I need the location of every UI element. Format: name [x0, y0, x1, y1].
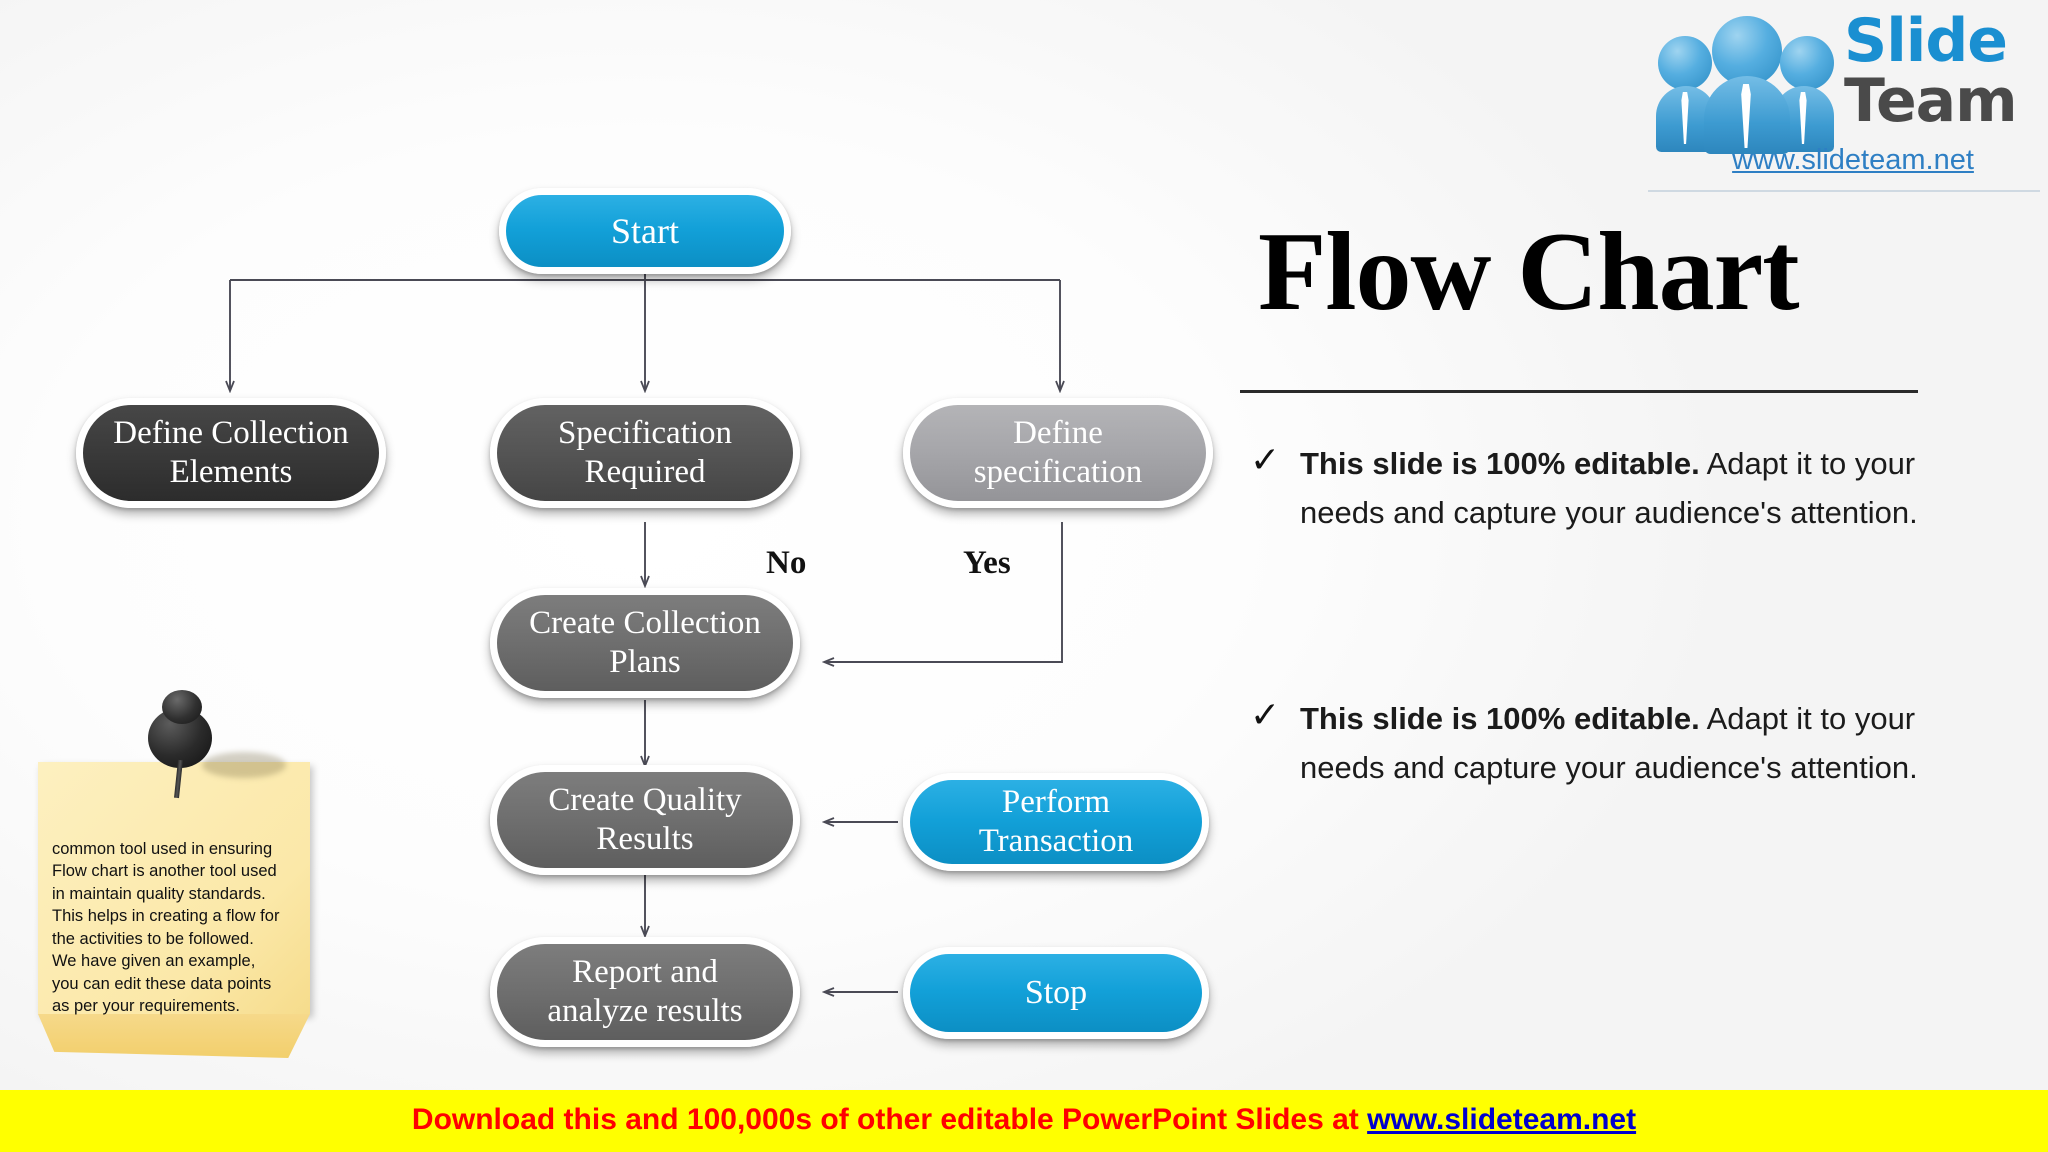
- flow-node-start-label: Start: [611, 210, 679, 251]
- logo-brand-primary: Slide: [1844, 6, 2008, 76]
- bullet-rest-1: Adapt it to your needs and capture your …: [1300, 446, 1918, 530]
- bullet-item-1: ✓ This slide is 100% editable. Adapt it …: [1250, 440, 1958, 538]
- flow-node-stop[interactable]: Stop: [903, 947, 1209, 1039]
- bullet-bold-2: This slide is 100% editable.: [1300, 701, 1700, 736]
- page-title: Flow Chart: [1258, 210, 1800, 334]
- logo-divider: [1648, 190, 2040, 192]
- sticky-note-text: common tool used in ensuring Flow chart …: [52, 840, 280, 1016]
- logo-url[interactable]: www.slideteam.net: [1732, 144, 1974, 176]
- bullet-rest-2: Adapt it to your needs and capture your …: [1300, 701, 1918, 785]
- push-pin-icon: [140, 690, 286, 799]
- footer-message: Download this and 100,000s of other edit…: [411, 1103, 1368, 1136]
- edge-label-no: No: [766, 545, 807, 581]
- edge-label-yes: Yes: [963, 545, 1011, 581]
- slideteam-logo[interactable]: Slide Team www.slideteam.net: [1648, 4, 2040, 200]
- bullet-text-2: This slide is 100% editable. Adapt it to…: [1300, 695, 1958, 793]
- footer-banner: [0, 1090, 2048, 1152]
- title-divider: [1240, 390, 1918, 393]
- footer-text: Download this and 100,000s of other edit…: [0, 1103, 2048, 1137]
- logo-brand-secondary: Team: [1844, 66, 2018, 136]
- flow-node-stop-label: Stop: [1024, 974, 1088, 1012]
- sticky-note-fold: [38, 1014, 310, 1058]
- bullet-item-2: ✓ This slide is 100% editable. Adapt it …: [1250, 695, 1958, 793]
- people-group-icon: [1656, 14, 1834, 154]
- footer-link[interactable]: www.slideteam.net: [1367, 1103, 1637, 1136]
- sticky-note: [38, 762, 310, 1014]
- bullet-bold-1: This slide is 100% editable.: [1300, 446, 1700, 481]
- bullet-text-1: This slide is 100% editable. Adapt it to…: [1300, 440, 1958, 538]
- check-icon: ✓: [1250, 694, 1281, 735]
- check-icon: ✓: [1250, 439, 1281, 480]
- flow-node-start[interactable]: Start: [499, 188, 791, 274]
